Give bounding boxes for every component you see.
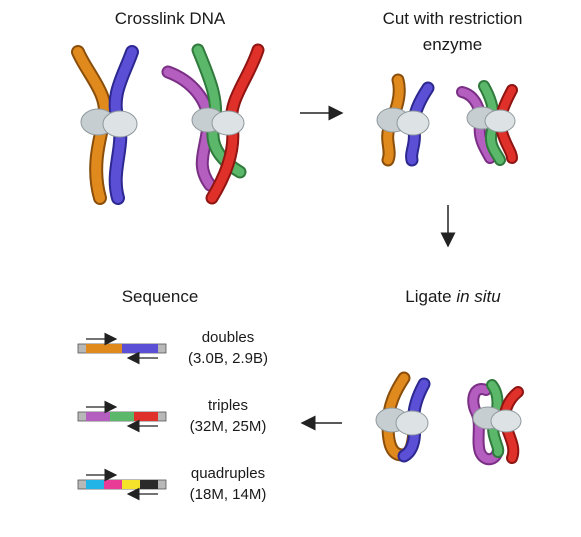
read-label-doubles: doubles [201, 329, 255, 346]
sequence-reads [77, 332, 167, 501]
read-label-quadruples: quadruples [190, 465, 266, 482]
ligate-italic-text: in situ [456, 287, 501, 306]
read-counts-triples: (32M, 25M) [189, 418, 267, 435]
step-cut-label-line2: enzyme [422, 35, 483, 54]
read-bar-triples [77, 400, 167, 433]
read-segment [86, 412, 110, 421]
cut-protein-right [466, 106, 516, 133]
read-segment [134, 412, 158, 421]
read-bar-quadruples [77, 468, 167, 501]
read-label-triples: triples [207, 397, 248, 414]
read-segment [86, 480, 104, 489]
read-segment [86, 344, 122, 353]
ligate-protein-right [472, 406, 522, 433]
step-ligate-label: Ligate in situ [388, 286, 518, 308]
read-segment [140, 480, 158, 489]
step-crosslink-label: Crosslink DNA [114, 9, 226, 28]
protein-left [80, 108, 138, 138]
step-sequence-label: Sequence [121, 287, 199, 306]
cut-protein-left [376, 107, 430, 136]
read-bar-doubles [77, 332, 167, 365]
read-segment [122, 344, 158, 353]
protein-right [191, 107, 245, 136]
read-counts-quadruples: (18M, 14M) [189, 486, 267, 503]
step-cut-label-line1: Cut with restriction [382, 9, 523, 28]
read-segment [110, 412, 134, 421]
read-counts-doubles: (3.0B, 2.9B) [187, 350, 269, 367]
ligate-text: Ligate [405, 287, 457, 306]
ligate-protein-left [375, 407, 429, 436]
read-segment [122, 480, 140, 489]
read-segment [104, 480, 122, 489]
